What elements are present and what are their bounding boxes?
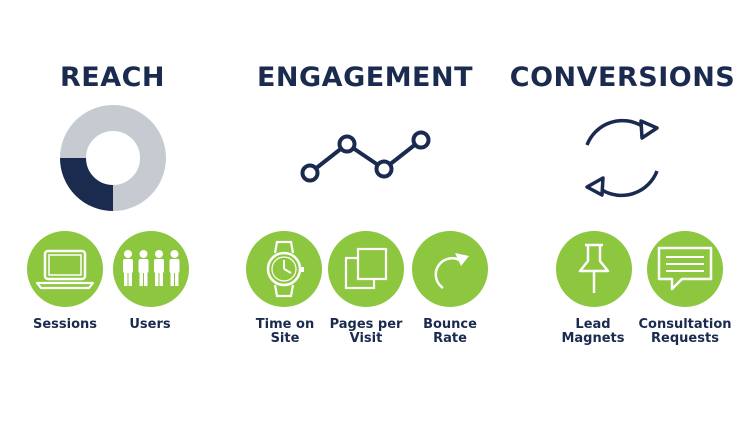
reach-heading: REACH <box>59 62 166 93</box>
engagement-heading: ENGAGEMENT <box>256 62 474 93</box>
bounce-rate-label: Bounce Rate <box>423 317 477 346</box>
watch-icon <box>246 231 322 307</box>
people-icon <box>113 231 189 307</box>
conversions-heading: CONVERSIONS <box>509 62 736 93</box>
pages-per-visit-label: Pages per Visit <box>329 317 403 346</box>
laptop-icon <box>27 231 103 307</box>
time-on-site-label: Time on Site <box>255 317 315 346</box>
consultation-requests-label: Consultation Requests <box>638 317 732 346</box>
pushpin-icon <box>556 231 632 307</box>
users-label: Users <box>129 317 171 332</box>
pages-icon <box>328 231 404 307</box>
sessions-label: Sessions <box>32 317 98 332</box>
line-graph-icon <box>300 130 431 183</box>
cycle-arrows-icon <box>585 118 659 198</box>
donut-icon <box>60 105 166 211</box>
chat-bubble-icon <box>647 231 723 307</box>
bounce-arrow-icon <box>412 231 488 307</box>
lead-magnets-label: Lead Magnets <box>561 317 625 346</box>
